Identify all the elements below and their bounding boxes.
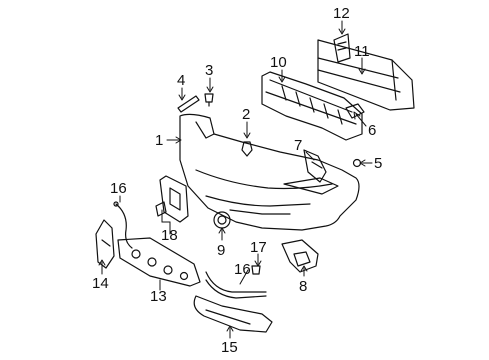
retainer-fastener xyxy=(204,93,214,107)
callout-9: 9 xyxy=(217,242,226,259)
callout-18: 18 xyxy=(161,227,178,244)
lamp-bezel xyxy=(281,239,319,273)
license-bracket xyxy=(155,175,189,223)
nut xyxy=(352,158,362,168)
lower-absorber xyxy=(117,237,201,287)
callout-10: 10 xyxy=(270,54,287,71)
callout-15: 15 xyxy=(221,339,238,356)
callout-2: 2 xyxy=(242,106,251,123)
wiring-harness-left xyxy=(113,201,133,249)
callout-6: 6 xyxy=(368,122,377,139)
callout-3: 3 xyxy=(205,62,214,79)
callout-4: 4 xyxy=(177,72,186,89)
callout-14: 14 xyxy=(92,275,109,292)
callout-7: 7 xyxy=(294,137,303,154)
callout-16-left: 16 xyxy=(110,180,127,197)
energy-absorber xyxy=(261,71,363,141)
callout-1: 1 xyxy=(155,132,164,149)
lower-spoiler xyxy=(193,295,273,333)
screw xyxy=(251,265,261,275)
callout-5: 5 xyxy=(374,155,383,172)
callout-13: 13 xyxy=(150,288,167,305)
bar-bracket xyxy=(333,33,351,63)
absorber-bracket xyxy=(345,103,365,119)
wiring-harness-right xyxy=(205,271,267,299)
push-clip xyxy=(241,141,253,157)
callout-16-right: 16 xyxy=(234,261,251,278)
callout-12: 12 xyxy=(333,5,350,22)
side-bracket xyxy=(303,149,327,183)
callout-8: 8 xyxy=(299,278,308,295)
callout-11: 11 xyxy=(354,43,370,60)
trim-strip xyxy=(177,95,200,113)
callout-17: 17 xyxy=(250,239,267,256)
bumper-cover xyxy=(179,113,360,231)
leader-lines xyxy=(98,20,373,339)
side-extension xyxy=(95,219,115,269)
reinforcement-bar xyxy=(317,39,415,111)
